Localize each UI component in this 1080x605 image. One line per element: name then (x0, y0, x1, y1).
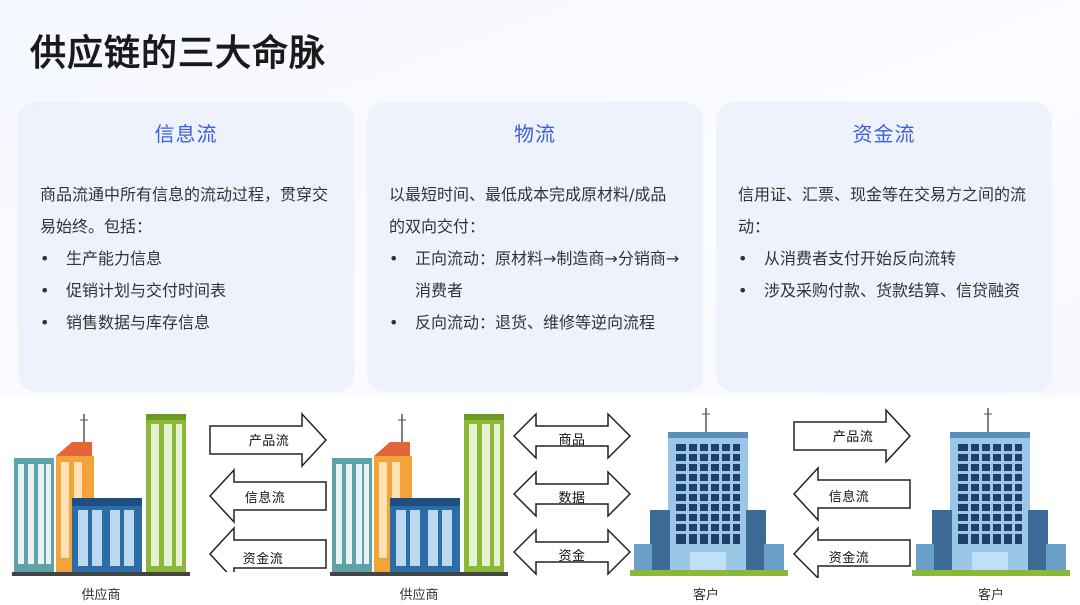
arrow-left-icon (208, 526, 327, 572)
bullet-item: 涉及采购付款、货款结算、信贷融资 (738, 275, 1030, 307)
card-description: 商品流通中所有信息的流动过程，贯穿交易始终。包括： (40, 185, 329, 236)
bullet-item: 正向流动：原材料→制造商→分销商→消费者 (389, 243, 681, 307)
card-bullet-list: 正向流动：原材料→制造商→分销商→消费者 反向流动：退货、维修等逆向流程 (367, 243, 703, 339)
bullet-item: 生产能力信息 (40, 243, 332, 275)
flow-label-capital: 资金流 (828, 551, 870, 566)
double-arrow-icon (512, 470, 632, 518)
customer-building-icon (630, 408, 788, 576)
flow-label-data: 数据 (558, 491, 586, 506)
bullet-item: 从消费者支付开始反向流转 (738, 243, 1030, 275)
arrow-left-icon (792, 466, 911, 522)
card-logistics: 物流 以最短时间、最低成本完成原材料/成品的双向交付： 正向流动：原材料→制造商… (367, 102, 703, 392)
bullet-item: 销售数据与库存信息 (40, 307, 332, 339)
supplier-building-icon (12, 414, 190, 576)
node-label-customer: 客户 (692, 588, 719, 603)
flow-arrows-group-2 (512, 412, 632, 576)
arrow-left-icon (792, 526, 911, 578)
flow-arrows-group-3 (792, 408, 912, 578)
supply-chain-diagram: 供应商 产品流 信息流 资金流 供应商 (0, 396, 1080, 605)
arrow-left-icon (208, 468, 327, 524)
flow-label-information: 信息流 (828, 490, 870, 505)
node-label-customer: 客户 (977, 588, 1004, 603)
node-label-supplier: 供应商 (81, 588, 121, 603)
flow-label-product: 产品流 (832, 430, 874, 445)
card-description: 以最短时间、最低成本完成原材料/成品的双向交付： (389, 185, 667, 236)
card-description: 信用证、汇票、现金等在交易方之间的流动： (738, 185, 1027, 236)
supplier-building-icon (330, 414, 508, 576)
card-bullet-list: 从消费者支付开始反向流转 涉及采购付款、货款结算、信贷融资 (716, 243, 1052, 307)
flow-label-information: 信息流 (244, 491, 286, 506)
double-arrow-icon (512, 528, 632, 576)
card-title: 物流 (514, 122, 556, 146)
node-label-supplier: 供应商 (399, 588, 439, 603)
arrow-right-icon (793, 408, 912, 464)
flow-label-capital: 资金流 (242, 552, 284, 567)
arrow-right-icon (209, 412, 328, 468)
card-capital-flow: 资金流 信用证、汇票、现金等在交易方之间的流动： 从消费者支付开始反向流转 涉及… (716, 102, 1052, 392)
bullet-item: 促销计划与交付时间表 (40, 275, 332, 307)
flow-arrows-group-1 (208, 412, 328, 572)
flow-label-funds: 资金 (558, 549, 586, 564)
flow-label-goods: 商品 (558, 433, 586, 448)
double-arrow-icon (512, 412, 632, 460)
card-title: 信息流 (154, 122, 218, 146)
flow-label-product: 产品流 (248, 434, 290, 449)
card-information-flow: 信息流 商品流通中所有信息的流动过程，贯穿交易始终。包括： 生产能力信息 促销计… (18, 102, 354, 392)
customer-building-icon (912, 408, 1070, 576)
page-title: 供应链的三大命脉 (30, 33, 327, 74)
card-bullet-list: 生产能力信息 促销计划与交付时间表 销售数据与库存信息 (18, 243, 354, 339)
card-title: 资金流 (852, 122, 916, 146)
bullet-item: 反向流动：退货、维修等逆向流程 (389, 307, 681, 339)
